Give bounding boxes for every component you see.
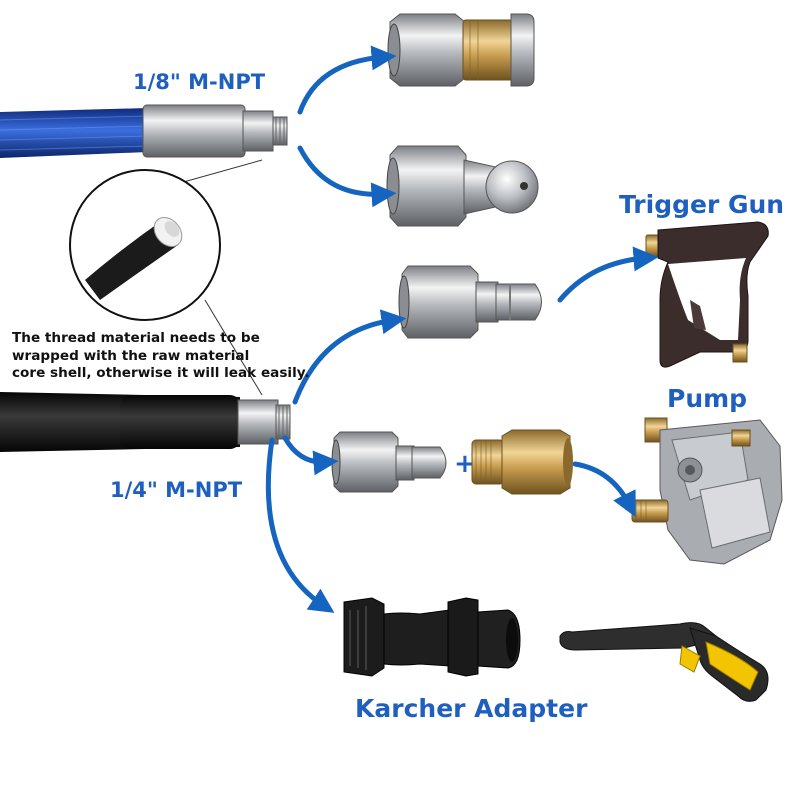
black-hose-icon <box>0 392 291 452</box>
karcher-adapter-icon <box>343 597 521 677</box>
trigger-gun-label: Trigger Gun <box>619 190 785 219</box>
karcher-adapter-label: Karcher Adapter <box>355 694 588 723</box>
thread-note-line: core shell, otherwise it will leak easil… <box>12 365 310 381</box>
rotating-nozzle-icon <box>387 13 535 87</box>
hose-cross-section-icon <box>69 159 263 396</box>
arrow-to-pump <box>572 461 636 518</box>
pump-label: Pump <box>667 384 748 413</box>
sewer-nozzle-icon <box>386 145 539 227</box>
quick-connect-icon-small <box>331 431 447 493</box>
blue-braided-hose-icon <box>0 104 288 158</box>
arrow-to-karcher-adapter <box>265 437 335 613</box>
arrow-to-rotating-nozzle <box>297 45 397 115</box>
arrow-to-small-quick-connect <box>282 435 339 476</box>
brass-adapter-icon <box>471 429 573 495</box>
npt-large-label: 1/4" M-NPT <box>110 478 243 502</box>
arrow-to-sewer-nozzle <box>297 145 397 208</box>
flow-arrows <box>265 45 659 613</box>
thread-note-line: wrapped with the raw material <box>12 347 250 364</box>
npt-small-label: 1/8" M-NPT <box>133 70 266 94</box>
thread-note-line: The thread material needs to be <box>12 330 260 346</box>
thread-note: The thread material needs to be wrapped … <box>12 330 342 383</box>
plus-sign: + <box>454 449 476 479</box>
arrow-to-quick-connect <box>292 309 407 405</box>
arrow-to-trigger-gun <box>557 246 659 303</box>
karcher-gun-icon <box>559 622 769 702</box>
pump-icon <box>631 417 783 565</box>
quick-connect-icon <box>398 265 542 339</box>
trigger-gun-icon <box>645 221 769 368</box>
